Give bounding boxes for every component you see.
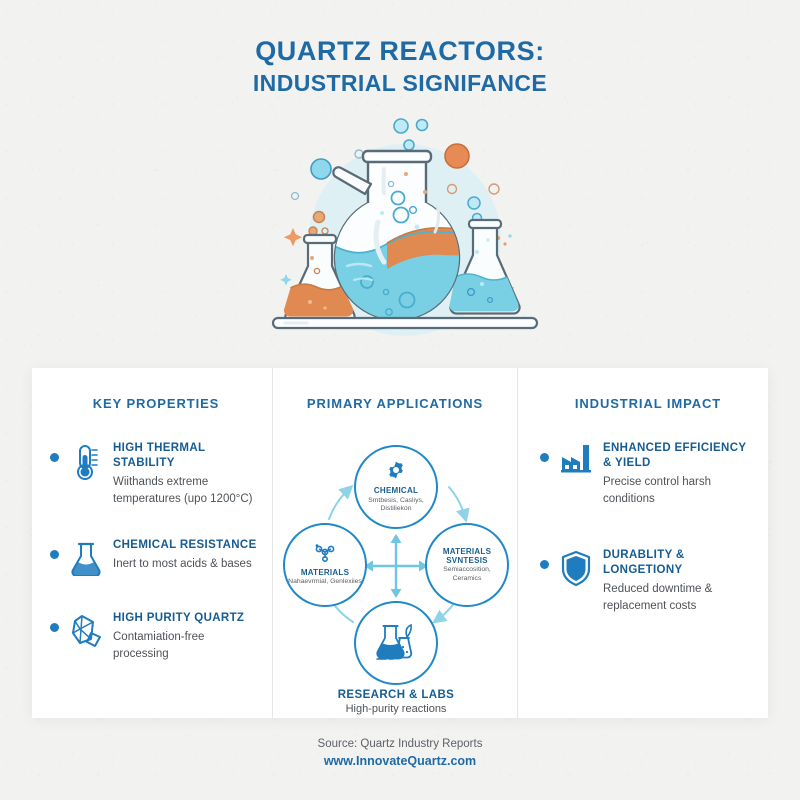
bullet-dot xyxy=(50,549,59,559)
molecule-icon xyxy=(314,543,336,567)
page-footer: Source: Quartz Industry Reports www.Inno… xyxy=(0,738,800,768)
content-card: KEY PROPERTIES HIGH THERMAL STABILITY Wi… xyxy=(32,368,768,718)
lab-flasks-icon xyxy=(376,619,416,666)
list-item-subtitle: Reduced downtime & replacement costs xyxy=(603,583,713,612)
cycle-node-chemical: CHEMICAL Smtbesis, Casliys, Distiliekon xyxy=(354,445,438,529)
shield-icon xyxy=(559,550,593,591)
list-item-durability: DURABLITY & LONGETIONY Reduced downtime … xyxy=(540,548,756,615)
list-item-text: DURABLITY & LONGETIONY Reduced downtime … xyxy=(603,548,756,615)
bullet-dot xyxy=(50,622,59,632)
bullet-dot xyxy=(50,453,59,462)
footer-url[interactable]: www.InnovateQuartz.com xyxy=(323,754,477,768)
list-item-title: CHEMICAL RESISTANCE xyxy=(113,538,257,551)
page-title-line1: QUARTZ REACTORS: xyxy=(255,36,545,66)
column-industrial-impact: INDUSTRIAL IMPACT ENHANCED EFFICIENCY & … xyxy=(518,368,766,718)
cycle-node-title: CHEMICAL xyxy=(373,486,419,496)
footer-source: Source: Quartz Industry Reports xyxy=(317,738,483,750)
crystal-icon xyxy=(69,613,103,654)
list-item-text: HIGH PURITY QUARTZ Contamiation-free pro… xyxy=(113,611,262,663)
list-item-title: HIGH PURITY QUARTZ xyxy=(113,611,245,624)
list-item-text: HIGH THERMAL STABILITY Wiithands extreme… xyxy=(113,441,262,508)
flask-icon xyxy=(69,540,103,581)
cycle-node-title: MATERIALS SVNTESIS xyxy=(442,546,492,566)
cycle-node-subtitle: Smtbesis, Casliys, Distiliekon xyxy=(368,496,424,513)
list-item-text: CHEMICAL RESISTANCE Inert to most acids … xyxy=(113,538,262,573)
cycle-caption-subtitle: High-purity reactions xyxy=(345,703,447,715)
gear-icon xyxy=(386,460,406,485)
cycle-node-research-labs xyxy=(354,601,438,685)
cycle-node-subtitle: Nahaevrmial, Genlexiies xyxy=(288,577,362,585)
list-item-chemical-resistance: CHEMICAL RESISTANCE Inert to most acids … xyxy=(50,538,262,581)
cycle-node-materials-synthesis: MATERIALS SVNTESIS Semiaccosition, Ceram… xyxy=(425,523,509,607)
list-item-title: ENHANCED EFFICIENCY & YIELD xyxy=(603,442,747,470)
column-heading-left: KEY PROPERTIES xyxy=(92,396,220,411)
list-item-subtitle: Inert to most acids & bases xyxy=(113,557,252,570)
cycle-node-materials: MATERIALS Nahaevrmial, Genlexiies xyxy=(283,523,367,607)
thermometer-icon xyxy=(69,443,103,486)
list-item-text: ENHANCED EFFICIENCY & YIELD Precise cont… xyxy=(603,441,756,508)
list-item-title: DURABLITY & LONGETIONY xyxy=(603,548,685,576)
cycle-caption-title: RESEARCH & LABS xyxy=(337,689,455,701)
page-title-line2: INDUSTRIAL SIGNIFANCE xyxy=(252,70,548,97)
page-header: QUARTZ REACTORS: INDUSTRIAL SIGNIFANCE xyxy=(0,36,800,99)
cycle-caption: RESEARCH & LABS High-purity reactions xyxy=(273,689,519,715)
list-item-high-purity-quartz: HIGH PURITY QUARTZ Contamiation-free pro… xyxy=(50,611,262,663)
column-primary-applications: PRIMARY APPLICATIONS xyxy=(272,368,518,718)
hero-illustration xyxy=(255,112,555,352)
bullet-dot xyxy=(540,453,549,462)
column-heading-middle: PRIMARY APPLICATIONS xyxy=(306,396,484,411)
list-item-subtitle: Precise control harsh conditions xyxy=(603,476,712,506)
bullet-dot xyxy=(540,559,549,569)
factory-icon xyxy=(559,443,593,480)
cycle-node-title: MATERIALS xyxy=(300,567,350,577)
list-item-enhanced-efficiency: ENHANCED EFFICIENCY & YIELD Precise cont… xyxy=(540,441,756,508)
list-item-title: HIGH THERMAL STABILITY xyxy=(113,442,206,470)
list-item-subtitle: Wiithands extreme temperatures (upo 1200… xyxy=(113,476,253,506)
cycle-node-subtitle: Semiaccosition, Ceramics xyxy=(443,566,491,582)
column-heading-right: INDUSTRIAL IMPACT xyxy=(574,396,722,411)
cycle-diagram: CHEMICAL Smtbesis, Casliys, Distiliekon xyxy=(273,441,519,715)
list-item-thermal-stability: HIGH THERMAL STABILITY Wiithands extreme… xyxy=(50,441,262,508)
list-item-subtitle: Contamiation-free processing xyxy=(113,630,205,660)
column-key-properties: KEY PROPERTIES HIGH THERMAL STABILITY Wi… xyxy=(32,368,272,718)
